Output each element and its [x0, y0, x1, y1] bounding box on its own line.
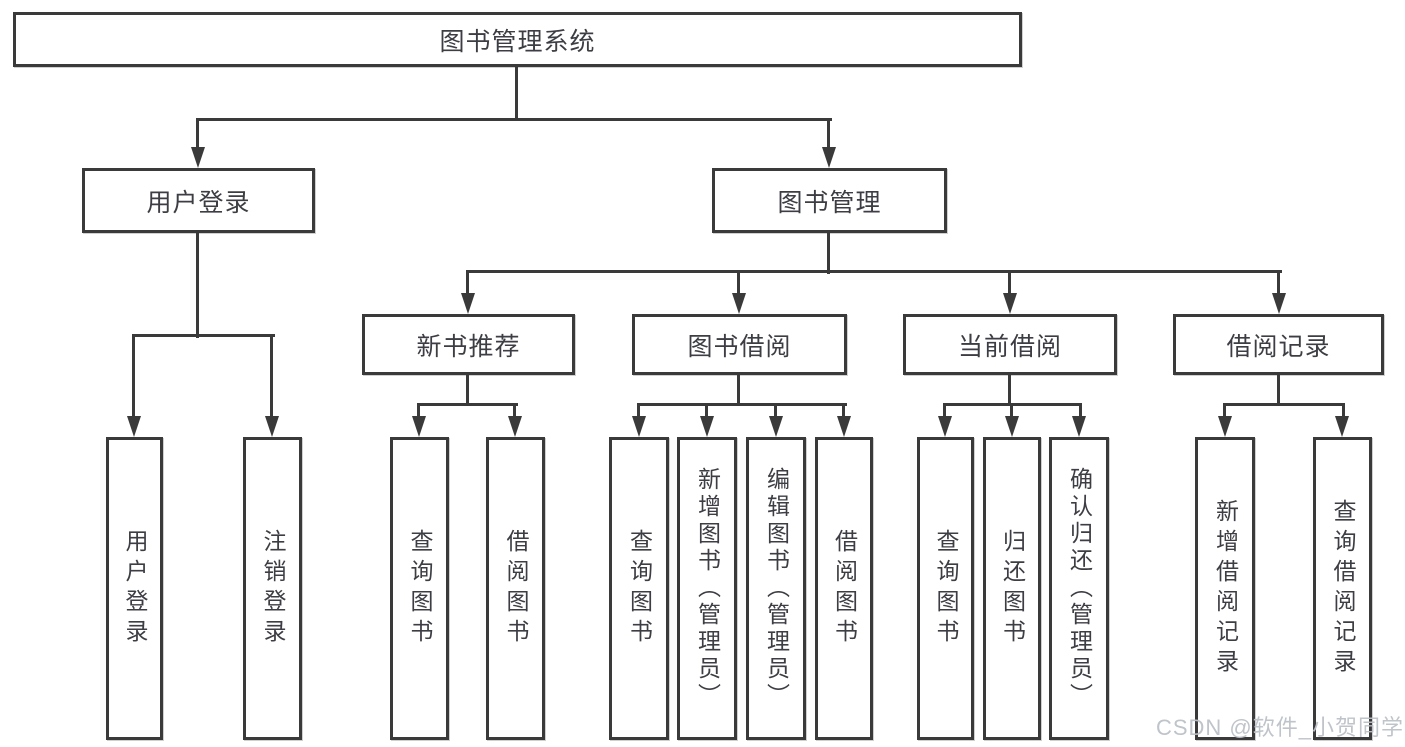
connector-line	[1277, 270, 1280, 297]
leaf-cb-confirm-return: 确认归还（管理员）	[1049, 437, 1109, 740]
leaf-bb-edit-books-label: 编辑图书（管理员）	[763, 467, 790, 710]
leaf-logout-label: 注销登录	[260, 528, 286, 649]
connector-line	[466, 270, 1282, 273]
node-borrowing-records-label: 借阅记录	[1226, 332, 1331, 361]
arrow-down-icon	[700, 416, 714, 437]
leaf-cb-query-books: 查询图书	[917, 437, 974, 740]
arrow-down-icon	[822, 147, 836, 168]
connector-line	[827, 233, 830, 274]
leaf-nbr-borrow-books-label: 借阅图书	[503, 528, 529, 649]
arrow-down-icon	[632, 416, 646, 437]
arrow-down-icon	[265, 416, 279, 437]
leaf-bb-edit-books: 编辑图书（管理员）	[746, 437, 806, 740]
leaf-br-query-record-label: 查询借阅记录	[1330, 498, 1356, 679]
connector-line	[132, 334, 275, 337]
node-book-borrowing: 图书借阅	[632, 314, 847, 375]
leaf-user-login-label: 用户登录	[122, 528, 148, 649]
connector-line	[196, 118, 199, 151]
node-current-borrowing: 当前借阅	[903, 314, 1117, 375]
connector-line	[417, 403, 518, 406]
arrow-down-icon	[1003, 293, 1017, 314]
leaf-bb-query-books-label: 查询图书	[626, 528, 653, 649]
arrow-down-icon	[191, 147, 205, 168]
leaf-nbr-borrow-books: 借阅图书	[486, 437, 545, 740]
connector-line	[466, 375, 469, 406]
leaf-br-add-record: 新增借阅记录	[1195, 437, 1255, 740]
leaf-cb-return-books-label: 归还图书	[999, 528, 1026, 649]
connector-line	[1010, 403, 1013, 420]
leaf-logout: 注销登录	[243, 437, 302, 740]
connector-line	[774, 403, 777, 420]
arrow-down-icon	[837, 416, 851, 437]
arrow-down-icon	[938, 416, 952, 437]
connector-line	[1277, 375, 1280, 406]
node-book-management-label: 图书管理	[777, 188, 882, 217]
connector-line	[842, 403, 845, 420]
arrow-down-icon	[127, 416, 141, 437]
arrow-down-icon	[508, 416, 522, 437]
leaf-user-login: 用户登录	[106, 437, 163, 740]
leaf-cb-query-books-label: 查询图书	[933, 528, 959, 649]
connector-line	[827, 118, 830, 151]
connector-line	[637, 403, 640, 420]
connector-line	[1079, 403, 1082, 420]
arrow-down-icon	[1272, 293, 1286, 314]
leaf-cb-return-books: 归还图书	[983, 437, 1041, 740]
node-book-management: 图书管理	[712, 168, 947, 233]
connector-line	[417, 403, 420, 420]
arrow-down-icon	[461, 293, 475, 314]
arrow-down-icon	[1005, 416, 1019, 437]
arrow-down-icon	[1218, 416, 1232, 437]
connector-line	[705, 403, 708, 420]
leaf-nbr-query-books-label: 查询图书	[407, 528, 433, 649]
node-current-borrowing-label: 当前借阅	[957, 332, 1062, 361]
connector-line	[737, 375, 740, 406]
leaf-bb-borrow-books-label: 借阅图书	[831, 528, 858, 649]
connector-line	[196, 233, 199, 338]
node-new-book-recommend-label: 新书推荐	[416, 332, 521, 361]
node-user-login-label: 用户登录	[146, 188, 251, 217]
leaf-bb-add-books: 新增图书（管理员）	[677, 437, 737, 740]
connector-line	[132, 334, 135, 419]
csdn-watermark: CSDN @软件_小贺同学	[1155, 715, 1404, 740]
leaf-cb-confirm-return-label: 确认归还（管理员）	[1066, 467, 1093, 710]
connector-line	[737, 270, 740, 297]
node-book-borrowing-label: 图书借阅	[687, 332, 792, 361]
connector-line	[513, 403, 516, 420]
connector-line	[515, 67, 518, 120]
arrow-down-icon	[1335, 416, 1349, 437]
leaf-bb-add-books-label: 新增图书（管理员）	[694, 467, 721, 710]
leaf-bb-query-books: 查询图书	[609, 437, 669, 740]
arrow-down-icon	[1072, 416, 1086, 437]
arrow-down-icon	[732, 293, 746, 314]
connector-line	[637, 403, 847, 406]
node-user-login: 用户登录	[82, 168, 315, 233]
leaf-bb-borrow-books: 借阅图书	[815, 437, 873, 740]
arrow-down-icon	[412, 416, 426, 437]
leaf-br-query-record: 查询借阅记录	[1313, 437, 1372, 740]
connector-line	[1223, 403, 1345, 406]
node-root: 图书管理系统	[13, 12, 1022, 67]
connector-line	[1008, 375, 1011, 406]
connector-line	[196, 118, 832, 121]
connector-line	[1342, 403, 1345, 420]
connector-line	[943, 403, 946, 420]
node-new-book-recommend: 新书推荐	[362, 314, 575, 375]
arrow-down-icon	[769, 416, 783, 437]
node-root-label: 图书管理系统	[439, 27, 596, 56]
leaf-br-add-record-label: 新增借阅记录	[1212, 498, 1239, 679]
connector-line	[1223, 403, 1226, 420]
connector-line	[270, 334, 273, 419]
node-borrowing-records: 借阅记录	[1173, 314, 1384, 375]
leaf-nbr-query-books: 查询图书	[390, 437, 449, 740]
connector-line	[466, 270, 469, 297]
connector-line	[1008, 270, 1011, 297]
